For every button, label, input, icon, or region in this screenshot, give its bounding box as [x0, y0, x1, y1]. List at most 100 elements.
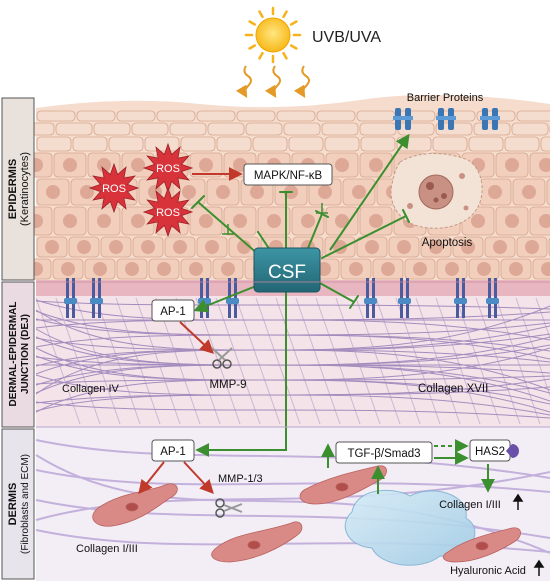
dermis-label: DERMIS	[7, 483, 19, 526]
keratinocyte-cell	[132, 236, 164, 258]
collagen-iv-label: Collagen IV	[62, 383, 120, 395]
keratinocyte-cell	[53, 206, 87, 236]
ap1-dermis-node	[151, 439, 195, 462]
increase-arrow-icon	[512, 493, 524, 510]
dej-label: DERMAL-EPIDERMAL	[8, 302, 19, 407]
keratinocyte-cell	[452, 236, 484, 258]
keratinocyte-cell	[172, 178, 206, 206]
keratinocyte-cell	[116, 110, 156, 122]
ap1-dej-node	[151, 299, 195, 322]
keratinocyte-cell	[144, 136, 180, 152]
keratinocyte-cell	[53, 152, 87, 178]
keratinocyte-cell	[321, 122, 359, 136]
ros-label: ROS	[156, 207, 180, 219]
receptor-icon	[398, 278, 411, 318]
scissors-icon	[215, 498, 243, 518]
small-inhibition-marks	[222, 203, 328, 235]
collagen-i-iii-label: Collagen I/III	[76, 543, 138, 555]
fibroblasts	[92, 465, 521, 563]
keratinocyte-cell	[283, 122, 321, 136]
keratinocyte-cell	[156, 110, 196, 122]
receptor-icon	[486, 278, 499, 318]
keratinocyte-cell	[512, 178, 546, 206]
keratinocyte-cell	[532, 258, 550, 280]
keratinocyte-cell	[87, 206, 121, 236]
csf-label: CSF	[268, 262, 306, 283]
keratinocyte-cell	[36, 178, 70, 206]
sun-icon	[244, 6, 302, 64]
barrier-protein-icon	[480, 108, 500, 130]
collagen-network	[35, 297, 550, 425]
dermis-sublabel: (Fibroblasts and ECM)	[20, 454, 31, 554]
layer-labels: EPIDERMIS (Keratinocytes) DERMAL-EPIDERM…	[1, 97, 35, 580]
collagen-up-label: Collagen I/III	[439, 499, 501, 511]
keratinocyte-cell	[108, 136, 144, 152]
mmp9-label: MMP-9	[209, 379, 246, 391]
keratinocyte-cell	[207, 122, 245, 136]
keratinocyte-cell	[504, 136, 540, 152]
enzyme-icon	[506, 444, 519, 458]
keratinocyte-cell	[516, 110, 550, 122]
keratinocyte-cell	[468, 136, 504, 152]
keratinocyte-cell	[325, 206, 359, 236]
keratinocyte-cell	[148, 258, 180, 280]
ap1-dermis-label: AP-1	[160, 446, 186, 458]
ros-bursts: ROS ROS ROS	[88, 142, 194, 238]
keratinocyte-cell	[468, 258, 500, 280]
mapk-nfkb-label: MAPK/NF-κB	[254, 170, 323, 182]
mapk-nfkb-node	[243, 163, 333, 186]
keratinocyte-cell	[340, 258, 372, 280]
tgf-smad3-node	[335, 441, 433, 464]
ap1-dej-label: AP-1	[160, 306, 186, 318]
keratinocyte-cell	[223, 206, 257, 236]
keratinocyte-cell	[36, 110, 76, 122]
keratinocyte-cell	[500, 258, 532, 280]
keratinocyte-cell	[484, 236, 516, 258]
keratinocyte-cell	[206, 178, 240, 206]
keratinocyte-cell	[100, 236, 132, 258]
tgf-arrows	[321, 439, 495, 494]
keratinocyte-cell	[432, 136, 468, 152]
keratinocyte-cell	[236, 110, 276, 122]
ap1-to-mmp9-arrow	[179, 321, 215, 354]
keratinocyte-cell	[93, 122, 131, 136]
ap1-dermis-arrows	[138, 461, 214, 495]
keratinocyte-cell	[420, 236, 452, 258]
keratinocyte-cell	[495, 206, 529, 236]
receptor-icon	[64, 278, 77, 318]
keratinocyte-cell	[529, 206, 550, 236]
apoptosis-label: Apoptosis	[422, 237, 473, 249]
collagen-xvii-label: Collagen XVII	[418, 383, 488, 395]
keratinocyte-cell	[478, 178, 512, 206]
keratinocyte-cell	[516, 236, 548, 258]
keratinocyte-cell	[436, 258, 468, 280]
keratinocyte-cell	[316, 110, 356, 122]
receptor-icon	[364, 278, 377, 318]
keratinocyte-cell	[245, 122, 283, 136]
mmp13-label: MMP-1/3	[218, 473, 263, 485]
keratinocyte-cell	[276, 110, 316, 122]
ros-burst: ROS	[142, 186, 194, 238]
keratinocyte-cell	[52, 258, 84, 280]
ros-label: ROS	[156, 163, 180, 175]
keratinocyte-cell	[228, 236, 260, 258]
barrier-proteins-label: Barrier Proteins	[407, 92, 484, 104]
anchoring-receptors	[64, 278, 499, 318]
barrier-protein-icon	[436, 108, 456, 130]
ros-burst: ROS	[88, 162, 140, 214]
csf-node	[253, 247, 321, 293]
keratinocyte-cell	[131, 122, 169, 136]
keratinocyte-cell	[164, 236, 196, 258]
hyaluronic-acid-label: Hyaluronic Acid	[450, 565, 526, 577]
keratinocyte-cell	[169, 122, 207, 136]
keratinocyte-cell	[196, 236, 228, 258]
keratinocyte-cell	[511, 122, 549, 136]
keratinocyte-cell	[388, 236, 420, 258]
keratinocyte-cell	[546, 178, 550, 206]
increase-arrow-icon	[533, 559, 545, 576]
keratinocyte-cell	[55, 122, 93, 136]
keratinocyte-cell	[72, 136, 108, 152]
keratinocyte-cell	[372, 258, 404, 280]
